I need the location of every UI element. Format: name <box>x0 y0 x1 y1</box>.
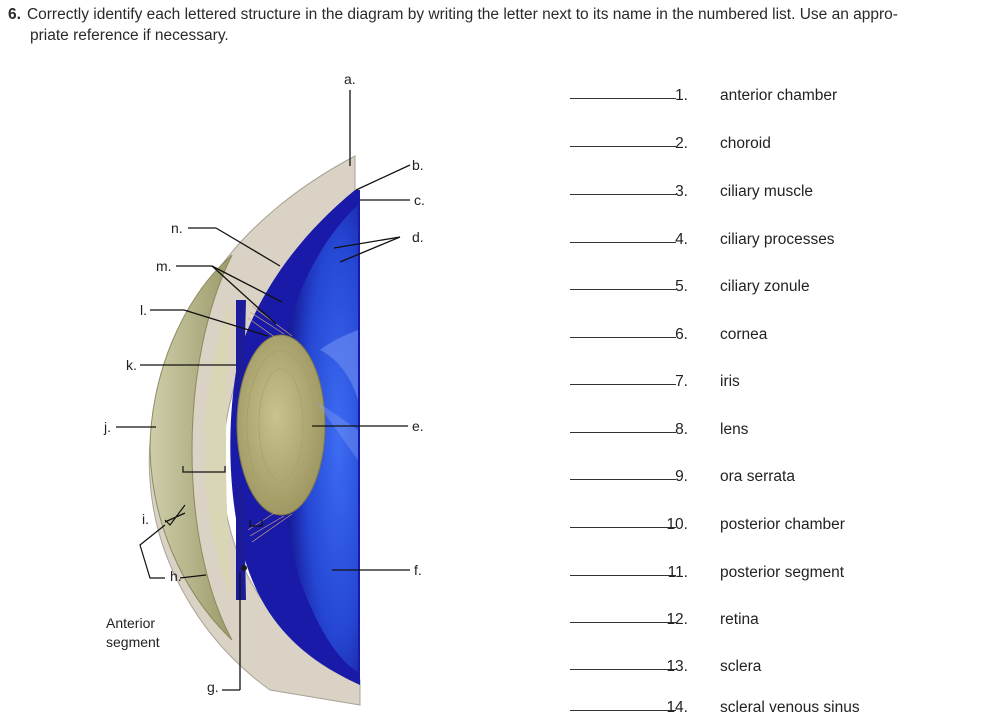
label-b: b. <box>412 157 424 173</box>
label-e: e. <box>412 418 424 434</box>
label-l: l. <box>140 302 147 318</box>
scleral-venous-sinus-dot <box>241 565 247 571</box>
label-h: h. <box>170 568 182 584</box>
label-k: k. <box>126 357 137 373</box>
question-line-1: Correctly identify each lettered structu… <box>26 6 898 23</box>
lens-shape <box>236 334 326 516</box>
label-a: a. <box>344 71 356 87</box>
label-j: j. <box>103 419 111 435</box>
cornea-shape <box>149 254 233 641</box>
anterior-chamber-shape <box>205 300 232 600</box>
question-text: 6. Correctly identify each lettered struc… <box>8 4 983 46</box>
lens-inner-ring <box>246 350 316 500</box>
label-f: f. <box>414 562 422 578</box>
ciliary-zonule-fibers <box>247 305 293 543</box>
label-anterior-segment-1: Anterior <box>106 615 155 631</box>
lens-inner-ring-2 <box>258 368 304 482</box>
label-m: m. <box>156 258 172 274</box>
label-g: g. <box>207 679 219 695</box>
label-i: i. <box>142 511 149 527</box>
label-anterior-segment-2: segment <box>106 634 160 650</box>
vitreous-reflection <box>320 330 358 400</box>
label-c: c. <box>414 192 425 208</box>
label-n: n. <box>171 220 183 236</box>
question-line-2: priate reference if necessary. <box>30 27 229 44</box>
question-number: 6. <box>8 6 21 23</box>
iris-shape <box>236 300 246 600</box>
vitreous-reflection-2 <box>315 400 358 460</box>
leader-lines <box>116 90 411 691</box>
label-d: d. <box>412 229 424 245</box>
bracket-marks <box>139 466 263 579</box>
